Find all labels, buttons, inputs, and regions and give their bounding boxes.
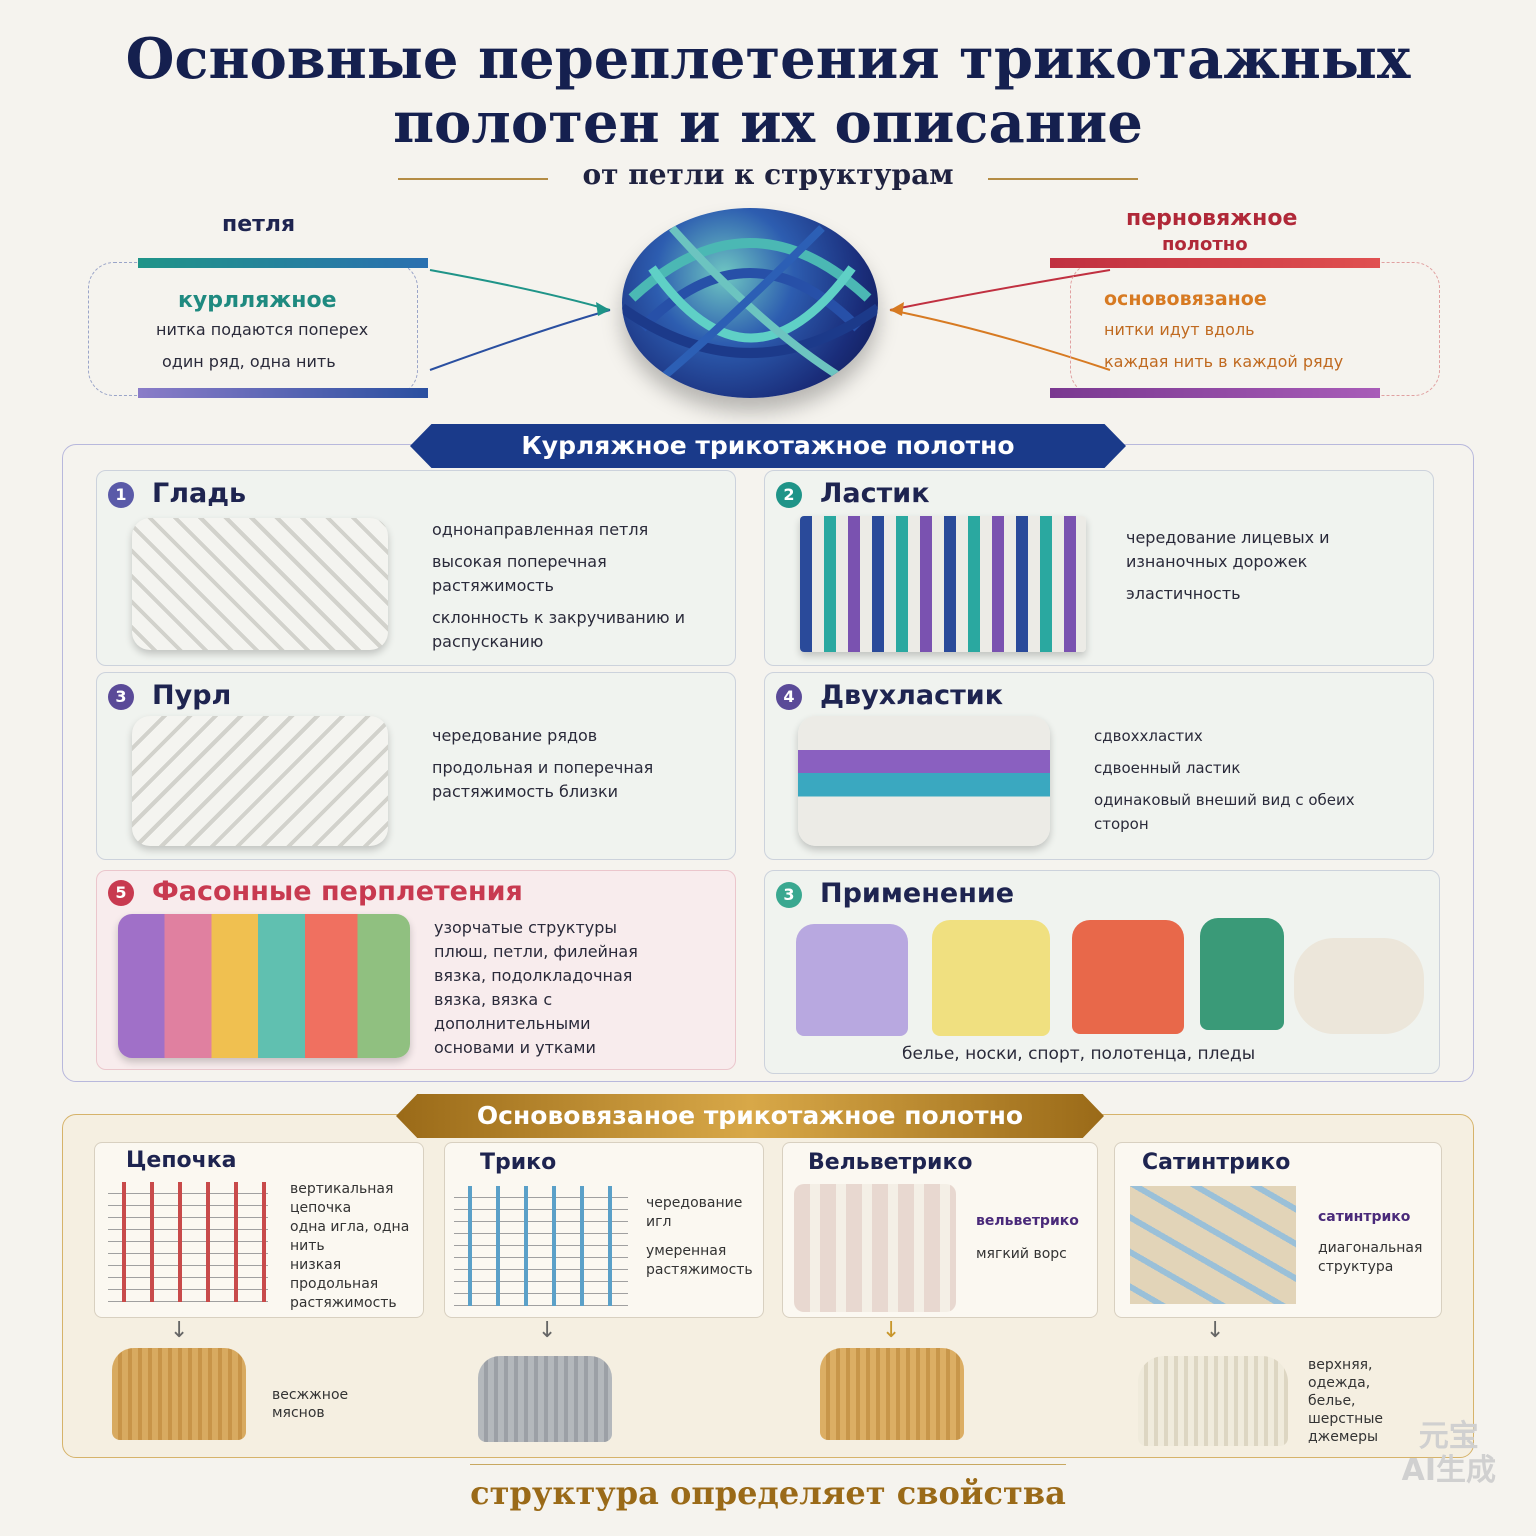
beige-sweater-image	[112, 1348, 246, 1440]
warp-card-tsepochka-title: Цепочка	[126, 1148, 237, 1173]
garment-tsepochka-line-1: весжжное	[272, 1387, 349, 1403]
card-fasonnye-title: Фасонные перплетения	[152, 876, 523, 907]
purple-sweater-image	[796, 924, 908, 1036]
warp-card-satintriko-desc: сатинтрико диагональная структура	[1318, 1208, 1434, 1277]
watermark-line-1: 元宝	[1418, 1419, 1479, 1454]
warp-card-velvetriko-title: Вельветрико	[808, 1150, 973, 1175]
teal-ribbon	[138, 258, 428, 268]
footer-rule	[470, 1464, 1066, 1465]
grey-sweater-image	[478, 1356, 612, 1442]
dvukhlastik-line-3: одинаковый внеший вид с обеих сторон	[1094, 791, 1355, 833]
card-fasonnye-desc: узорчатые структуры плюш, петли, филейна…	[434, 916, 662, 1068]
watermark: 元宝 AI生成	[1402, 1420, 1496, 1488]
red-ribbon	[1050, 258, 1380, 268]
lastik-line-2: эластичность	[1126, 584, 1241, 603]
weft-section-banner: Курляжное трикотажное полотно	[410, 424, 1126, 468]
glad-line-2: высокая поперечная растяжимость	[432, 552, 607, 595]
tan-sweater-image	[820, 1348, 964, 1440]
purl-line-2: продольная и поперечная растяжимость бли…	[432, 758, 654, 801]
down-arrow-icon: ↓	[170, 1318, 189, 1343]
card-lastik-title: Ластик	[820, 478, 930, 509]
card-dvukhlastik-number: 4	[776, 684, 802, 710]
card-glad-title: Гладь	[152, 478, 247, 509]
velvetriko-diagram	[794, 1184, 956, 1312]
card-purl-number: 3	[108, 684, 134, 710]
tsepochka-line-3: низкая продольная растяжимость	[290, 1257, 397, 1311]
warp-card-tsepochka-desc: вертикальная цепочка одна игла, одна нит…	[290, 1180, 410, 1313]
fasonnye-line-1: узорчатые структуры плюш, петли, филейна…	[434, 918, 638, 1057]
page-title-line-1: Основные переплетения трикотажных	[125, 26, 1411, 92]
velvetriko-line-1: вельветрико	[976, 1213, 1079, 1229]
satintriko-line-1: сатинтрико	[1318, 1209, 1411, 1225]
card-purl-title: Пурл	[152, 680, 232, 711]
glad-swatch-image	[132, 518, 388, 650]
glad-line-1: однонаправленная петля	[432, 520, 649, 539]
card-glad-desc: однонаправленная петля высокая поперечна…	[432, 518, 722, 662]
card-fasonnye-number: 5	[108, 880, 134, 906]
card-dvukhlastik-title: Двухластик	[820, 680, 1004, 711]
purl-line-1: чередование рядов	[432, 726, 598, 745]
card-purl-desc: чередование рядов продольная и поперечна…	[432, 724, 722, 812]
down-arrow-icon: ↓	[1206, 1318, 1225, 1343]
subtitle-rule-left	[398, 178, 548, 180]
dvukhlastik-swatch-image	[798, 716, 1050, 846]
warp-card-velvetriko-desc: вельветрико мягкий ворс	[976, 1212, 1086, 1264]
fasonnye-swatch-image	[118, 914, 410, 1058]
garment-tsepochka-line-2: мяснов	[272, 1405, 325, 1421]
warp-card-satintriko-title: Сатинтрико	[1142, 1150, 1291, 1175]
warp-line-1: нитки идут вдоль	[1104, 320, 1255, 339]
lastik-line-1: чередование лицевых и изнаночных дорожек	[1126, 528, 1330, 571]
triko-diagram	[454, 1186, 628, 1306]
weft-heading: курлляжное	[178, 288, 337, 313]
down-arrow-icon: ↓	[882, 1318, 901, 1343]
loop-label: петля	[222, 212, 296, 237]
garment-desc-tsepochka: весжжное мяснов	[272, 1386, 372, 1422]
satintriko-diagram	[1130, 1186, 1296, 1304]
card-lastik-number: 2	[776, 482, 802, 508]
tsepochka-line-2: одна игла, одна нить	[290, 1219, 410, 1254]
warp-label-2: полотно	[1162, 234, 1248, 255]
dvukhlastik-line-1: сдвоххластих	[1094, 727, 1203, 745]
card-primenenie-title: Применение	[820, 878, 1015, 909]
warp-card-triko-desc: чередование игл умеренная растяжимость	[646, 1194, 756, 1280]
weft-line-1: нитка подаются поперех	[156, 320, 369, 339]
card-glad-number: 1	[108, 482, 134, 508]
warp-line-2: каждая нить в каждой ряду	[1104, 352, 1344, 371]
dvukhlastik-line-2: сдвоенный ластик	[1094, 759, 1241, 777]
subtitle-rule-right	[988, 178, 1138, 180]
watermark-line-2: AI生成	[1401, 1453, 1496, 1488]
subtitle: от петли к структурам	[582, 158, 954, 191]
folded-towel-image	[1294, 938, 1424, 1034]
weft-line-2: один ряд, одна нить	[162, 352, 336, 371]
yellow-sweater-image	[932, 920, 1050, 1036]
red-sweater-image	[1072, 920, 1184, 1034]
warp-label-1: перновяжное	[1126, 206, 1298, 231]
triko-line-2: умеренная растяжимость	[646, 1243, 753, 1278]
lastik-swatch-image	[800, 516, 1086, 652]
purple-ribbon	[1050, 388, 1380, 398]
velvetriko-line-2: мягкий ворс	[976, 1246, 1067, 1262]
application-list: белье, носки, спорт, полотенца, пледы	[902, 1044, 1256, 1064]
satintriko-line-2: диагональная структура	[1318, 1240, 1423, 1275]
page-title-line-2: полотен и их описание	[393, 90, 1143, 156]
yarn-ball-image	[622, 208, 878, 398]
triko-line-1: чередование игл	[646, 1195, 743, 1230]
card-lastik-desc: чередование лицевых и изнаночных дорожек…	[1126, 526, 1406, 614]
footer-slogan: структура определяет свойства	[470, 1474, 1066, 1512]
garment-desc-satintriko: верхняя, одежда, белье, шерстные джемеры	[1308, 1357, 1383, 1445]
green-sweater-image	[1200, 918, 1284, 1030]
glad-line-3: склонность к закручиванию и распусканию	[432, 608, 686, 651]
warp-section-banner: Основовязаное трикотажное полотно	[396, 1094, 1104, 1138]
tsepochka-diagram	[108, 1182, 268, 1302]
purl-swatch-image	[132, 716, 388, 846]
tsepochka-line-1: вертикальная цепочка	[290, 1181, 394, 1216]
card-primenenie-number: 3	[776, 882, 802, 908]
blue-ribbon	[138, 388, 428, 398]
warp-heading: основовязаное	[1104, 288, 1267, 310]
cream-sweater-image	[1138, 1356, 1288, 1446]
down-arrow-icon: ↓	[538, 1318, 557, 1343]
card-dvukhlastik-desc: сдвоххластих сдвоенный ластик одинаковый…	[1094, 724, 1414, 844]
warp-card-triko-title: Трико	[480, 1150, 557, 1175]
